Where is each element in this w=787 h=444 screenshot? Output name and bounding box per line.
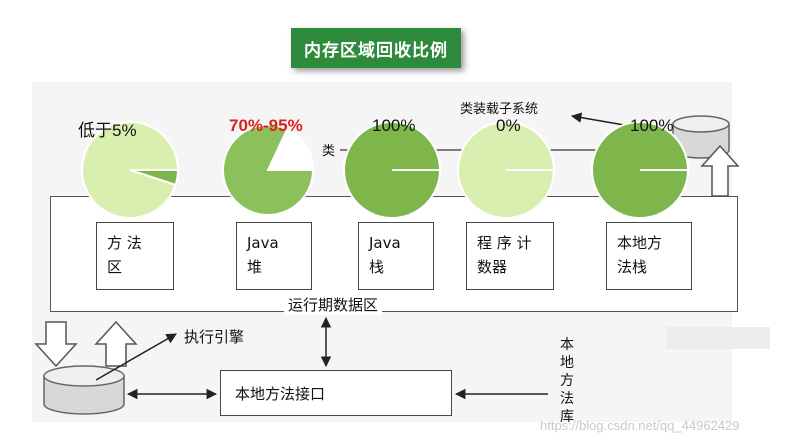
native-lib-char: 方	[560, 373, 574, 389]
area-line2: 数器	[477, 258, 508, 276]
method-area-box: 方 法 区	[96, 222, 174, 290]
pie-label-java-stack: 100%	[372, 116, 416, 135]
area-line2: 区	[107, 258, 123, 276]
native-library-label: 本 地 方 法 库	[560, 336, 576, 426]
native-lib-char: 地	[560, 355, 574, 371]
pie-slice	[129, 169, 180, 187]
area-line1: 本地方	[617, 234, 663, 252]
area-line2: 堆	[247, 258, 263, 276]
area-line1: Java	[247, 234, 279, 252]
pie-native-stack	[591, 121, 689, 219]
pie-java-stack	[343, 121, 441, 219]
area-line2: 栈	[369, 258, 385, 276]
java-stack-box: Java 栈	[358, 222, 434, 290]
exec-engine-disk-icon	[43, 365, 125, 415]
pie-slice	[266, 127, 315, 171]
exec-engine-arrow	[95, 333, 177, 381]
watermark-text: https://blog.csdn.net/qq_44962429	[540, 418, 740, 433]
pie-heap	[222, 124, 315, 216]
gray-placeholder-rect	[666, 327, 770, 349]
execution-engine-label: 执行引擎	[184, 328, 245, 346]
native-interface-label: 本地方法接口	[235, 384, 326, 403]
native-lib-char: 本	[560, 337, 574, 353]
class-loader-label-partial: 类	[322, 144, 336, 159]
pie-method-area	[81, 121, 180, 219]
pie-label-pc-register: 0%	[496, 116, 521, 135]
area-line1: 程 序 计	[477, 234, 532, 252]
area-line2: 法栈	[617, 258, 648, 276]
native-stack-box: 本地方 法栈	[606, 222, 692, 290]
diagram-title: 内存区域回收比例	[291, 28, 461, 68]
pie-label-heap: 70%-95%	[229, 116, 303, 135]
native-lib-char: 库	[560, 409, 574, 425]
up-arrow-icon	[700, 144, 740, 197]
runtime-data-area-label: 运行期数据区	[284, 294, 383, 315]
pie-pc-register	[457, 121, 555, 219]
pie-charts	[81, 121, 689, 219]
class-loader-label: 类装载子系统	[460, 102, 539, 117]
class-loader-arrow	[570, 112, 631, 127]
up-arrow-icon-left	[94, 320, 138, 367]
area-line1: Java	[369, 234, 401, 252]
pc-register-box: 程 序 计 数器	[466, 222, 554, 290]
pie-label-native-stack: 100%	[630, 116, 674, 135]
pie-label-method-area: 低于5%	[78, 121, 137, 140]
down-arrow-icon	[34, 321, 78, 368]
native-lib-char: 法	[560, 391, 574, 407]
heap-box: Java 堆	[236, 222, 312, 290]
area-line1: 方 法	[107, 234, 142, 252]
native-interface-box: 本地方法接口	[220, 370, 452, 416]
